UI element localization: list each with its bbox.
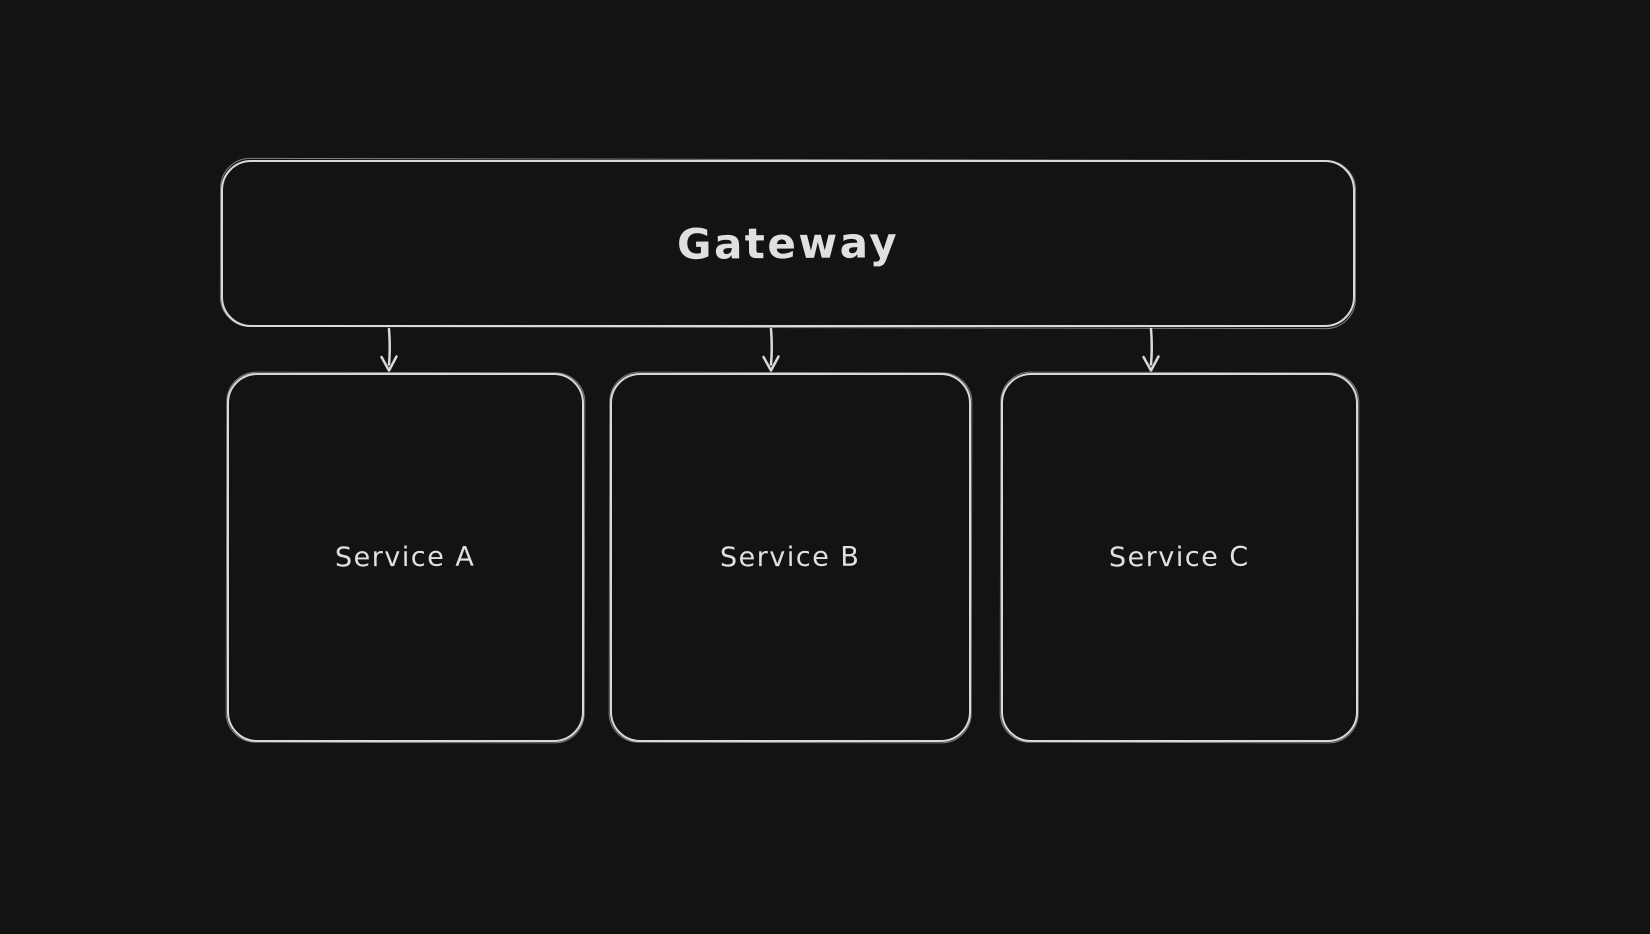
- node-service-c[interactable]: Service C: [1001, 373, 1358, 742]
- node-service-b-label: Service B: [720, 541, 861, 574]
- arrow-gateway-to-service-a[interactable]: [380, 327, 398, 372]
- node-service-b[interactable]: Service B: [610, 373, 971, 742]
- node-gateway-label: Gateway: [676, 218, 900, 269]
- node-service-a[interactable]: Service A: [227, 373, 584, 742]
- node-service-c-label: Service C: [1109, 541, 1250, 574]
- node-gateway[interactable]: Gateway: [221, 160, 1355, 327]
- arrow-gateway-to-service-c[interactable]: [1142, 327, 1160, 372]
- arrow-gateway-to-service-b[interactable]: [762, 327, 780, 372]
- node-service-a-label: Service A: [335, 541, 476, 574]
